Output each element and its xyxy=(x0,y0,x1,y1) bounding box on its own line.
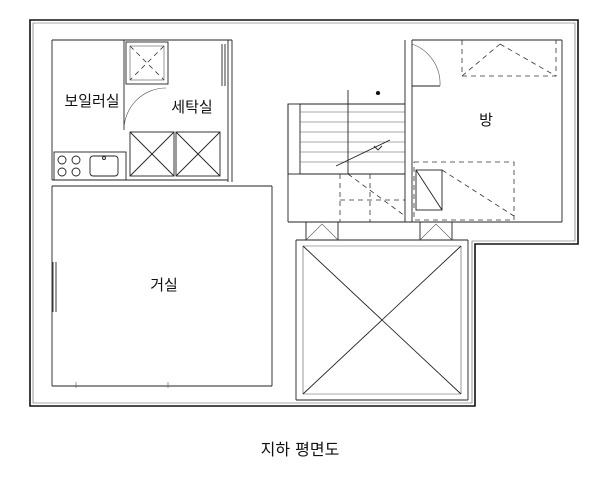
room-label-boiler: 보일러실 xyxy=(64,92,119,110)
living-window-left xyxy=(52,262,57,312)
sink-icon xyxy=(89,155,119,177)
laundry-shelf xyxy=(221,44,226,86)
staircase xyxy=(287,90,406,222)
room-label-laundry: 세탁실 xyxy=(171,98,212,116)
door-void-left xyxy=(305,221,339,241)
room-label-bedroom: 방 xyxy=(479,111,493,129)
room-label-living: 거실 xyxy=(150,276,178,294)
kitchen-counter xyxy=(53,151,127,181)
washer xyxy=(129,131,175,177)
boiler-unit xyxy=(125,41,169,85)
outer-walls xyxy=(29,19,579,407)
interior-walls xyxy=(51,39,563,401)
plan-caption: 지하 평면도 xyxy=(261,440,340,459)
bedroom-furniture xyxy=(413,40,557,221)
living-window-bottom xyxy=(75,382,169,388)
void-opening xyxy=(302,245,462,395)
dryer xyxy=(175,131,221,177)
door-void-right xyxy=(419,221,453,241)
stove-icon xyxy=(57,155,81,177)
door-bedroom xyxy=(411,43,441,87)
door-boiler xyxy=(123,87,167,131)
